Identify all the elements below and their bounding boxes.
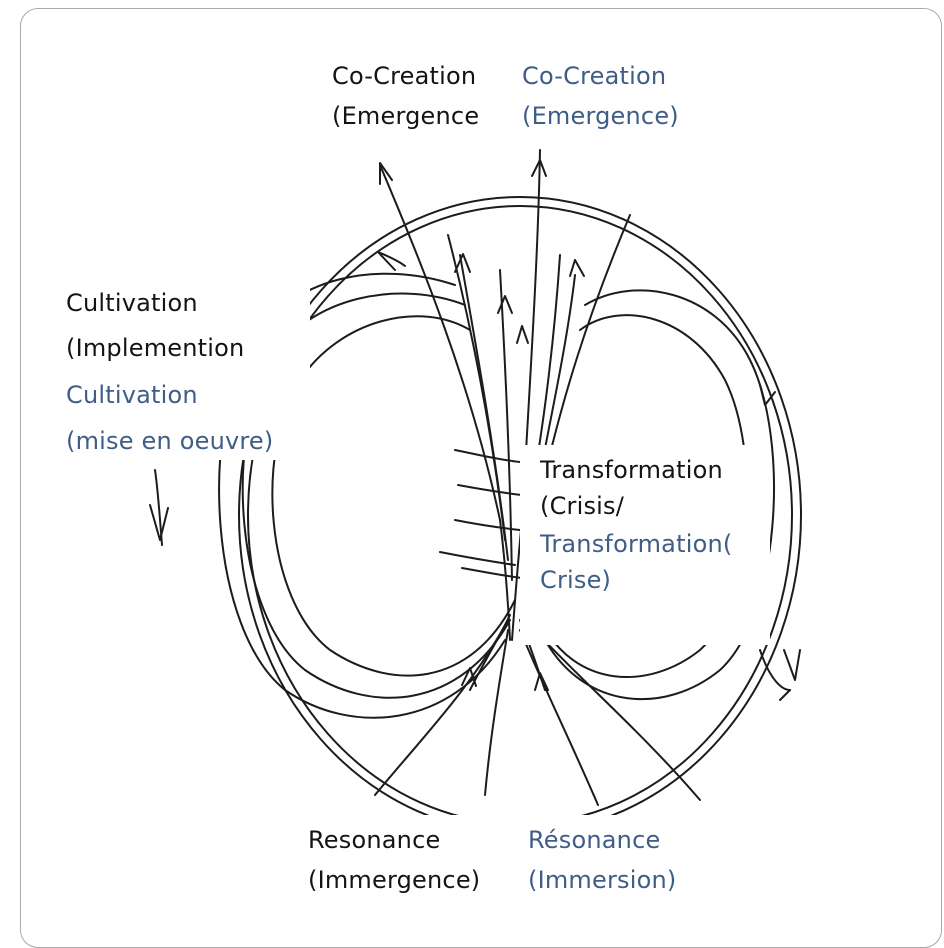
flow-line xyxy=(484,629,509,796)
spiral-wave xyxy=(457,484,523,496)
arrow-head xyxy=(531,159,547,177)
right-label-backdrop xyxy=(520,445,770,645)
top-label-backdrop xyxy=(320,55,720,140)
flow-line xyxy=(447,234,506,541)
arrow-head xyxy=(454,253,471,273)
torus-flow-diagram xyxy=(149,149,802,834)
bottom-label-fr-sub: (Immersion) xyxy=(528,866,677,894)
left-loop-mid xyxy=(241,292,511,699)
arrow-head xyxy=(779,689,791,701)
left-loop-inner xyxy=(271,315,516,677)
arrow-head xyxy=(516,325,529,344)
arrow-head xyxy=(377,251,406,271)
flow-line xyxy=(459,254,509,561)
spiral-wave xyxy=(439,551,516,566)
flow-line xyxy=(519,629,599,806)
right-label-fr-sub: Crise) xyxy=(540,566,612,594)
left-loop-outer xyxy=(218,272,506,719)
arrow-head xyxy=(379,162,393,185)
arrow-head xyxy=(497,295,513,314)
right-label-fr-title: Transformation( xyxy=(540,530,733,558)
spiral-wave xyxy=(454,519,521,531)
flow-line xyxy=(524,619,701,801)
top-label-fr-title: Co-Creation xyxy=(522,62,667,90)
bottom-label-backdrop xyxy=(300,815,740,905)
arrow-head xyxy=(461,667,477,687)
arrow-head xyxy=(759,649,791,691)
arrow-head xyxy=(759,384,776,406)
right-loop-mid xyxy=(544,289,775,701)
left-label-en-title: Cultivation xyxy=(66,289,198,317)
bottom-label-en-sub: (Immergence) xyxy=(308,866,481,894)
arrow-head xyxy=(783,649,801,681)
arrow-head xyxy=(154,469,163,546)
arrow-head xyxy=(149,504,169,541)
bottom-label-fr-title: Résonance xyxy=(528,826,661,854)
top-label-fr-sub: (Emergence) xyxy=(522,102,679,130)
diagram-frame xyxy=(20,8,942,948)
left-label-fr-title: Cultivation xyxy=(66,381,198,409)
arrow-head xyxy=(534,672,549,691)
right-label-en-title: Transformation xyxy=(540,456,723,484)
bottom-label-en-title: Resonance xyxy=(308,826,441,854)
left-label-fr-sub: (mise en oeuvre) xyxy=(66,427,274,455)
left-label-en-sub: (Implemention xyxy=(66,334,245,362)
spiral-wave xyxy=(461,567,523,579)
flow-line xyxy=(379,164,511,641)
spiral-wave xyxy=(454,449,521,463)
top-label-en-title: Co-Creation xyxy=(332,62,477,90)
top-label-en-sub: (Emergence xyxy=(332,102,480,130)
right-label-en-sub: (Crisis/ xyxy=(540,492,625,520)
arrow-head xyxy=(569,259,585,277)
left-label-backdrop xyxy=(60,280,310,460)
